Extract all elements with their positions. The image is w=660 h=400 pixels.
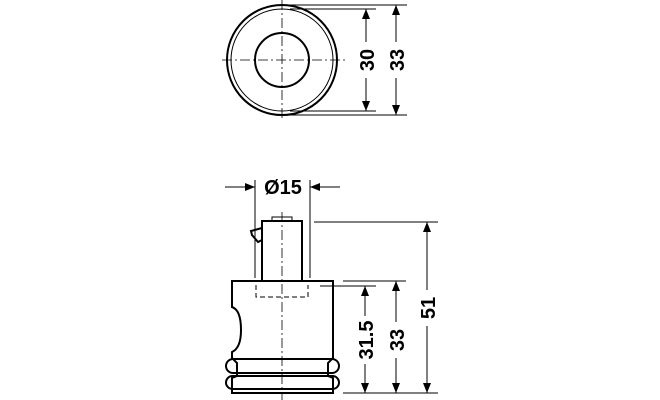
clip bbox=[249, 227, 263, 244]
ring-1 bbox=[225, 358, 340, 374]
dim-label-30: 30 bbox=[357, 49, 379, 71]
top-view: 30 33 bbox=[222, 0, 409, 120]
dim-label-31-5: 31.5 bbox=[356, 321, 378, 360]
body bbox=[231, 280, 334, 394]
side-view: Ø15 31.5 33 51 bbox=[225, 177, 440, 400]
ring-2 bbox=[225, 375, 340, 390]
dim-label-33: 33 bbox=[387, 49, 409, 71]
dim-label-diameter: Ø15 bbox=[264, 177, 302, 199]
dim-label-51: 51 bbox=[418, 297, 440, 319]
dim-label-33-body: 33 bbox=[387, 329, 409, 351]
